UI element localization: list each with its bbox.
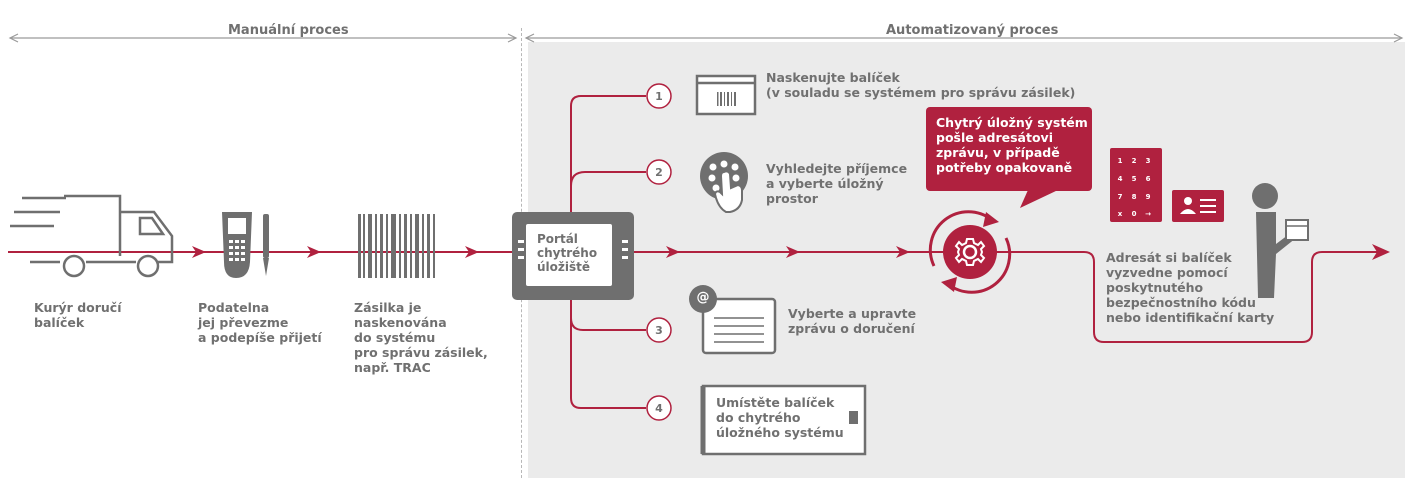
id-card-icon [1172, 190, 1224, 222]
substep-circle-2: 2 [646, 159, 672, 185]
flow-arrowheads [192, 244, 1390, 260]
pickup-label: Adresát si balíček vyzvedne pomocí posky… [1106, 250, 1274, 325]
label-line: jej převezme [198, 315, 289, 330]
bubble-tail [1020, 190, 1058, 208]
gear-cycle-icon [928, 210, 1012, 294]
substep-number: 3 [655, 324, 663, 337]
label-line: Kurýr doručí [34, 300, 122, 315]
manual-phase-arrow [8, 33, 518, 43]
portal-label: Portál chytrého úložiště [537, 232, 597, 274]
scan-box-icon [695, 74, 757, 116]
kiosk-slot [622, 256, 628, 259]
keypad-key: 2 [1132, 157, 1137, 165]
label-line: zprávu o doručení [788, 321, 915, 336]
substep-label-scan: Naskenujte balíček (v souladu se systéme… [766, 70, 1075, 100]
label-line: (v souladu se systémem pro správu zásile… [766, 85, 1076, 100]
handheld-scanner-icon [222, 212, 252, 278]
notification-text: Chytrý úložný systém pošle adresátovi zp… [936, 115, 1088, 175]
substep-number: 2 [655, 166, 663, 179]
label-line: Umístěte balíček [716, 395, 835, 410]
pin-keypad-icon: 1 2 3 4 5 6 7 8 9 x 0 → [1110, 148, 1162, 222]
substep-number: 4 [655, 402, 663, 415]
keypad-key: x [1118, 210, 1123, 218]
kiosk-slot [518, 256, 524, 259]
keypad-key: 7 [1118, 193, 1123, 201]
automated-phase-label: Automatizovaný proces [886, 23, 1059, 38]
step-label-scanned: Zásilka je naskenována do systému pro sp… [354, 300, 488, 375]
label-line: naskenována [354, 315, 447, 330]
label-line: potřeby opakovaně [936, 160, 1073, 175]
substep-circle-4: 4 [646, 395, 672, 421]
label-line: Adresát si balíček [1106, 250, 1232, 265]
label-line: poskytnutého [1106, 280, 1204, 295]
keypad-key: 9 [1146, 193, 1151, 201]
notification-bubble [926, 107, 1092, 191]
keypad-key: 4 [1118, 175, 1123, 183]
label-line: do chytrého [716, 410, 801, 425]
label-line: Vyhledejte příjemce [766, 161, 908, 176]
substep-branch [570, 95, 646, 409]
label-line: chytrého [537, 246, 598, 260]
label-line: Portál [537, 232, 578, 246]
substep-label-message: Vyberte a upravte zprávu o doručení [788, 306, 916, 336]
label-line: pro správu zásilek, [354, 345, 488, 360]
label-line: prostor [766, 191, 818, 206]
label-line: Podatelna [198, 300, 270, 315]
touch-keypad-icon [700, 152, 748, 213]
label-line: Chytrý úložný systém [936, 115, 1088, 130]
keypad-key: 8 [1132, 193, 1137, 201]
kiosk-slot [622, 248, 628, 251]
keypad-key: → [1145, 210, 1151, 218]
keypad-key: 0 [1132, 210, 1137, 218]
kiosk-screen [526, 224, 612, 286]
label-line: balíček [34, 315, 85, 330]
truck-icon [10, 194, 174, 278]
email-form-icon [689, 285, 777, 355]
kiosk-slot [518, 248, 524, 251]
label-line: např. TRAC [354, 360, 431, 375]
label-line: nebo identifikační karty [1106, 310, 1275, 325]
label-line: úložného systému [716, 425, 844, 440]
person-icon [1252, 183, 1296, 298]
automated-phase-arrow [524, 33, 1404, 43]
parcel-icon [1285, 219, 1309, 241]
locker-icon [700, 384, 867, 456]
label-line: zprávu, v případě [936, 145, 1060, 160]
kiosk-slot [622, 240, 628, 243]
substep-circle-1: 1 [646, 83, 672, 109]
keypad-key: 5 [1132, 175, 1137, 183]
label-line: úložiště [537, 260, 591, 274]
manual-phase-label: Manuální proces [228, 23, 349, 38]
kiosk-slot [518, 240, 524, 243]
label-line: a vyberte úložný [766, 176, 884, 191]
step-label-courier: Kurýr doručí balíček [34, 300, 122, 330]
label-line: Zásilka je [354, 300, 422, 315]
pen-icon [263, 214, 269, 276]
label-line: Vyberte a upravte [788, 306, 917, 321]
label-line: Naskenujte balíček [766, 70, 900, 85]
step-label-mailroom: Podatelna jej převezme a podepíše přijet… [198, 300, 322, 345]
label-line: vyzvedne pomocí [1106, 265, 1228, 280]
label-line: pošle adresátovi [936, 130, 1053, 145]
keypad-key: 1 [1118, 157, 1123, 165]
label-line: a podepíše přijetí [198, 330, 322, 345]
substep-label-place: Umístěte balíček do chytrého úložného sy… [716, 395, 844, 440]
substep-number: 1 [655, 90, 663, 103]
barcode-icon [358, 214, 435, 278]
label-line: bezpečnostního kódu [1106, 295, 1256, 310]
keypad-key: 6 [1146, 175, 1151, 183]
at-sign-icon: @ [696, 290, 710, 305]
substep-label-search: Vyhledejte příjemce a vyberte úložný pro… [766, 161, 907, 206]
label-line: do systému [354, 330, 436, 345]
substep-circle-3: 3 [646, 317, 672, 343]
keypad-key: 3 [1146, 157, 1151, 165]
